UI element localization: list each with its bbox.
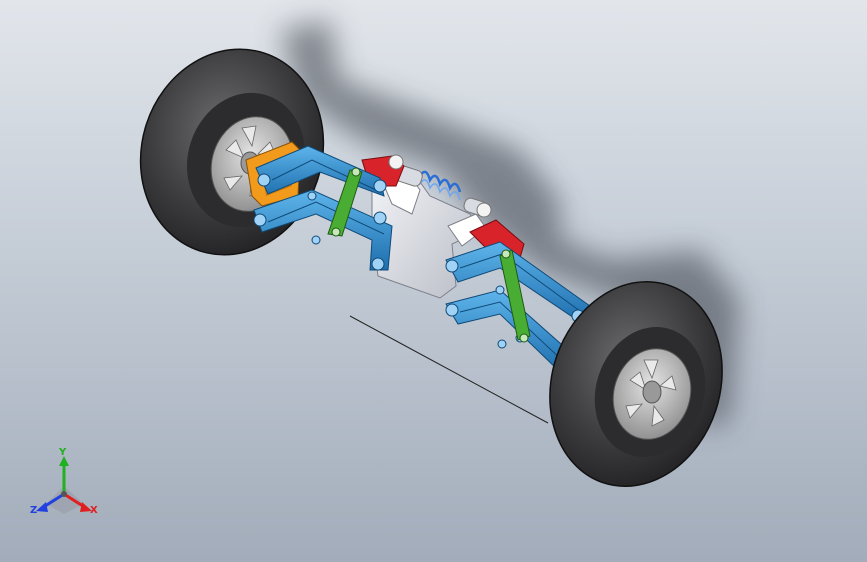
right-push-rod[interactable] bbox=[499, 249, 531, 343]
left-push-rod[interactable] bbox=[327, 167, 363, 237]
y-axis-label: Y bbox=[59, 447, 67, 458]
z-axis-label: Z bbox=[30, 505, 38, 516]
right-rim-spokes bbox=[625, 359, 677, 427]
right-rocker[interactable] bbox=[469, 202, 525, 259]
left-arm-pivots bbox=[253, 173, 387, 271]
axis-triad bbox=[36, 456, 92, 514]
ground-edge-line bbox=[349, 315, 549, 424]
cast-shadow bbox=[280, 20, 740, 430]
x-axis-label: X bbox=[90, 505, 98, 516]
right-wheel[interactable] bbox=[524, 259, 748, 509]
